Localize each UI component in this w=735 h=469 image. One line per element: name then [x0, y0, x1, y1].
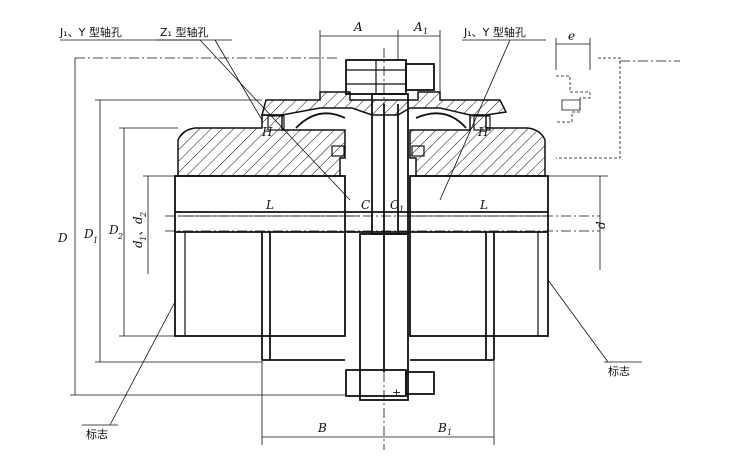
- label-b1-sub: 1: [447, 428, 452, 437]
- label-d1-sub: 1: [93, 236, 98, 245]
- left-hub-bolt: [331, 145, 345, 157]
- left-gear-arc: [295, 112, 346, 129]
- left-dimensions: D D 1 D 2 d 1 、d 2: [57, 58, 345, 396]
- shaft-envelope: d: [548, 57, 621, 270]
- bolt-cross-mark: +: [392, 386, 401, 399]
- envelope-outline: [556, 57, 621, 159]
- leader-j1y-left-diag: [199, 39, 351, 201]
- label-d1d2-group: d 1 、d 2: [131, 212, 148, 248]
- left-hub-section: [177, 114, 346, 177]
- label-c1: C: [390, 198, 399, 212]
- left-seal: [267, 115, 285, 131]
- leader-j1y-right-diag: [439, 39, 511, 201]
- leader-mark-left: [109, 299, 177, 426]
- bottom-dimensions: B B 1: [261, 360, 495, 445]
- label-d2-sub: 2: [117, 232, 123, 241]
- right-hub-bolt: [411, 145, 425, 157]
- label-j1y-left: J₁、Y 型轴孔: [59, 25, 122, 39]
- label-h-right: H: [477, 125, 489, 139]
- leader-mark-right: [547, 279, 609, 363]
- bottom-bolt-nut: [405, 371, 435, 395]
- label-z1: Z₁ 型轴孔: [160, 25, 208, 39]
- label-l-left: L: [265, 198, 274, 212]
- flange-section: [261, 91, 508, 116]
- label-a1: A: [413, 20, 423, 34]
- label-e: e: [568, 29, 575, 43]
- label-b: B: [317, 421, 327, 435]
- label-d1d2: d: [131, 240, 145, 248]
- label-d2-right: d: [594, 221, 608, 229]
- label-a1-sub: 1: [423, 27, 428, 36]
- label-mark-right: 标志: [608, 364, 630, 378]
- label-d2: D: [108, 223, 119, 237]
- left-hub-body: [174, 175, 346, 337]
- label-d1d2-sub2: 2: [139, 212, 148, 218]
- right-hub-section: [409, 114, 546, 177]
- label-c: C: [361, 198, 370, 212]
- label-l-right: L: [479, 198, 488, 212]
- top-dimensions: A A 1 e: [319, 20, 591, 100]
- lower-view: +: [174, 175, 549, 401]
- right-hub-body: [409, 175, 549, 337]
- label-d: D: [57, 231, 68, 245]
- label-j1y-right: J₁、Y 型轴孔: [463, 25, 526, 39]
- label-a: A: [353, 20, 363, 34]
- right-gear-arc: [415, 112, 467, 129]
- label-d1: D: [83, 227, 94, 241]
- middle-dimensions: L L C C 1: [178, 198, 548, 217]
- label-mark-left: 标志: [86, 427, 108, 441]
- label-b1: B: [437, 421, 447, 435]
- label-d1d2-rest: 、d: [131, 216, 145, 236]
- leader-z1-diag: [214, 39, 263, 121]
- label-h-left: H: [261, 125, 273, 139]
- top-bolt-nut: [405, 63, 435, 91]
- label-d1d2-sub: 1: [139, 236, 148, 241]
- callouts: J₁、Y 型轴孔 Z₁ 型轴孔 J₁、Y 型轴孔 标志 标志: [59, 25, 642, 441]
- envelope-notch: [561, 99, 581, 111]
- label-c1-sub: 1: [399, 205, 404, 214]
- upper-section: H H: [177, 59, 546, 235]
